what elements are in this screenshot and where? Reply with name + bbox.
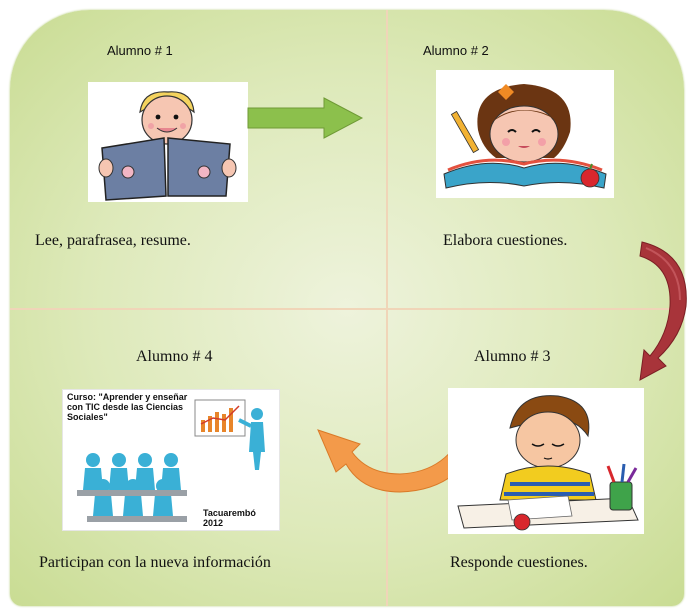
horizontal-divider [10,308,684,310]
student-3-action: Responde cuestiones. [450,554,588,571]
presentation-audience-icon [77,399,265,522]
student-1-label: Alumno # 1 [107,43,173,58]
green-right-arrow-icon [247,97,364,139]
girl-reading-icon [436,70,614,198]
course-year: 2012 [203,518,224,528]
student-1-action: Lee, parafrasea, resume. [35,232,191,249]
orange-curved-arrow-icon [317,425,483,493]
student-4-label: Alumno # 4 [136,348,213,365]
red-curved-arrow-icon [639,241,687,381]
course-presentation-image: Curso: "Aprender y enseñar con TIC desde… [62,389,280,531]
boy-writing-icon [448,388,644,534]
student-2-label: Alumno # 2 [423,43,489,58]
student-2-action: Elabora cuestiones. [443,232,568,249]
course-title: Curso: "Aprender y enseñar con TIC desde… [67,392,188,422]
course-city: Tacuarembó [203,508,256,518]
boy-reading-icon [88,82,248,202]
student-4-action: Participan con la nueva información [39,554,271,571]
student-3-label: Alumno # 3 [474,348,551,365]
